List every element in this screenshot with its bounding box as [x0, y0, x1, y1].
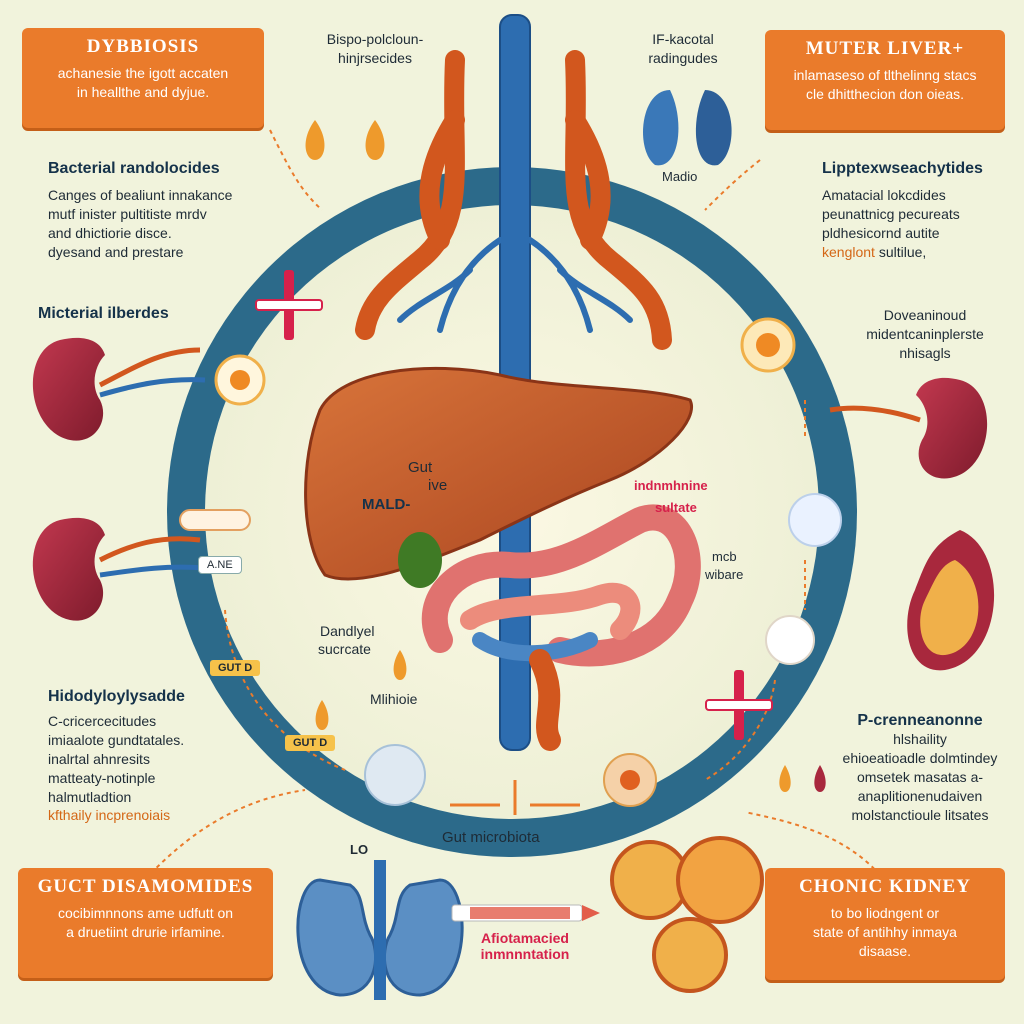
inflammation-line2: inmnnntation [480, 946, 570, 962]
gut-disamomides-title: GUCT DISAMOMIDES [37, 876, 254, 897]
chronic-kidney-title: CHONIC KIDNEY [799, 876, 971, 897]
muter-liver-line2: cle dhitthecion don oieas. [806, 85, 964, 102]
left-block1-heading: Bacterial randolocides [48, 160, 220, 177]
dysbiosis-line1: achanesie the igott accaten [57, 65, 229, 81]
left-block-hidodyl: Hidodyloylysadde C-cricercecitudes imiaa… [48, 688, 288, 825]
top-center-line2: hinjrsecides [338, 49, 412, 66]
chronic-kidney-line1: to bo liodngent or [830, 905, 940, 921]
intestines [421, 504, 701, 751]
left-block3-heading: Hidodyloylysadde [48, 688, 185, 705]
top-center-line1: Bispo-polcloun- [326, 31, 424, 47]
badge-gutd1: GUT D [210, 660, 261, 676]
center-indmn-label: indnmhnine [634, 478, 708, 493]
center-mlhioie-label: Mlihioie [370, 691, 418, 707]
dysbiosis-title: DYBBIOSIS [86, 36, 200, 57]
top-center-label: Bispo-polcloun- hinjrsecides [290, 30, 460, 68]
inflammation-label: Afiotamacied inmnnntation [440, 930, 610, 962]
lungs [643, 90, 732, 166]
left-block3-line2: imiaalote gundtatales. [48, 731, 288, 750]
inflammation-line1: Afiotamacied [481, 930, 569, 946]
dysbiosis-box: DYBBIOSIS achanesie the igott accaten in… [22, 28, 264, 128]
kidney-cross-section [296, 860, 464, 1000]
right-block3-line1: hlshaility [893, 731, 947, 747]
right-block2-line2: midentcaninplerste [866, 325, 984, 342]
droplets [305, 120, 826, 792]
bacteria-cluster [610, 836, 764, 993]
vein-branches [397, 237, 633, 333]
artery-right [565, 50, 672, 350]
top-right-line1: IF-kacotal [652, 31, 714, 47]
bottom-lo-label: LO [350, 842, 369, 857]
kidney-left-upper [32, 337, 206, 441]
left-block3-line5: halmutladtion [48, 788, 132, 805]
right-block1-line1: Amatacial lokcdides [822, 187, 946, 203]
gut-disamomides-line1: cocibimnnons ame udfutt on [57, 905, 234, 921]
left-block3-line6: kfthaily incprenoiais [48, 807, 171, 824]
kidney-right-lower [907, 530, 995, 671]
right-block1-heading: Lipptexwseachytides [822, 160, 983, 177]
center-mcb-label: mcb [712, 549, 737, 564]
muter-liver-title: MUTER LIVER+ [805, 38, 965, 59]
badge-ane: A.NE [198, 556, 242, 574]
center-mald-label: MALD- [362, 496, 411, 513]
gallbladder [398, 532, 442, 588]
center-sultate-label: sultate [655, 500, 697, 515]
kidney-left-lower [32, 517, 206, 621]
center-ive-label: ive [428, 477, 448, 494]
left-block1-line3: and dhictiorie disce. [48, 224, 172, 241]
gut-disamomides-box: GUCT DISAMOMIDES cocibimnnons ame udfutt… [18, 868, 273, 978]
lung-label: Madio [662, 169, 698, 184]
right-block1-highlight: kenglont [822, 243, 875, 260]
badge-gutd2: GUT D [285, 735, 336, 751]
right-block-doveaninoud: Doveaninoud midentcaninplerste nhisagls [835, 306, 1015, 363]
chronic-kidney-box: CHONIC KIDNEY to bo liodngent or state o… [765, 868, 1005, 980]
gut-arrows [450, 780, 580, 815]
liver [304, 366, 693, 581]
pill [179, 509, 251, 531]
right-block2-line3: nhisagls [899, 344, 951, 361]
center-sucrcate-label: sucrcate [318, 641, 371, 657]
right-block3-heading: P-crenneanonne [857, 712, 983, 729]
left-block1-line4: dyesand and prestare [48, 243, 184, 260]
center-dandyel-label: Dandlyel [320, 623, 375, 639]
top-right-label: IF-kacotal radingudes [628, 30, 738, 68]
right-block-crenneanonne: P-crenneanonne hlshaility ehioeatioadle … [820, 712, 1020, 824]
left-block3-line1: C-cricercecitudes [48, 713, 157, 729]
artery-left [355, 50, 465, 340]
right-block1-line2: peunattnicg pecureats [822, 205, 960, 222]
right-block2-line1: Doveaninoud [883, 307, 967, 323]
muter-liver-box: MUTER LIVER+ inlamaseso of tlthelinng st… [765, 30, 1005, 130]
inflammation-bar [451, 904, 600, 922]
left-block1-line2: mutf inister pultitiste mrdv [48, 205, 207, 222]
right-block1-line4: kenglont sultilue, [822, 243, 1017, 262]
center-gut-label: Gut [408, 459, 433, 476]
right-block-lipptex: Lipptexwseachytides Amatacial lokcdides … [822, 160, 1017, 262]
gut-microbiota-label: Gut microbiota [442, 829, 540, 846]
right-block1-line4-rest: sultilue, [878, 243, 927, 260]
left-heading-micterial: Micterial ilberdes [38, 305, 169, 322]
left-block3-line3: inalrtal ahnresits [48, 750, 150, 767]
center-wibare-label: wibare [705, 567, 744, 582]
left-block1-line1: Canges of bealiunt innakance [48, 187, 233, 203]
right-block3-line5: molstanctioule litsates [851, 806, 989, 823]
arrows [139, 129, 881, 886]
top-right-line2: radingudes [648, 49, 718, 66]
chronic-kidney-line3: disaase. [858, 942, 912, 959]
kidney-right-upper [829, 377, 988, 479]
medical-cross [255, 270, 773, 740]
muter-liver-line1: inlamaseso of tlthelinng stacs [793, 67, 977, 83]
right-block1-line3: pldhesicornd autite [822, 224, 940, 241]
chronic-kidney-line2: state of antihhy inmaya [813, 923, 957, 940]
dysbiosis-line2: in heallthe and dyjue. [76, 83, 210, 100]
left-block3-line4: matteaty-notinple [48, 769, 156, 786]
right-block3-line3: omsetek masatas a- [856, 768, 984, 785]
left-block-bacterial: Bacterial randolocides Canges of bealiun… [48, 160, 328, 262]
right-block3-line4: anaplitionenudaiven [857, 787, 983, 804]
left-block3-line2-text: imiaalote gundtatales. [48, 731, 185, 748]
gut-disamomides-line2: a druetiint drurie irfamine. [66, 923, 225, 940]
microbe-circles [214, 317, 842, 807]
right-block3-line2: ehioeatioadle dolmtindey [842, 749, 998, 766]
